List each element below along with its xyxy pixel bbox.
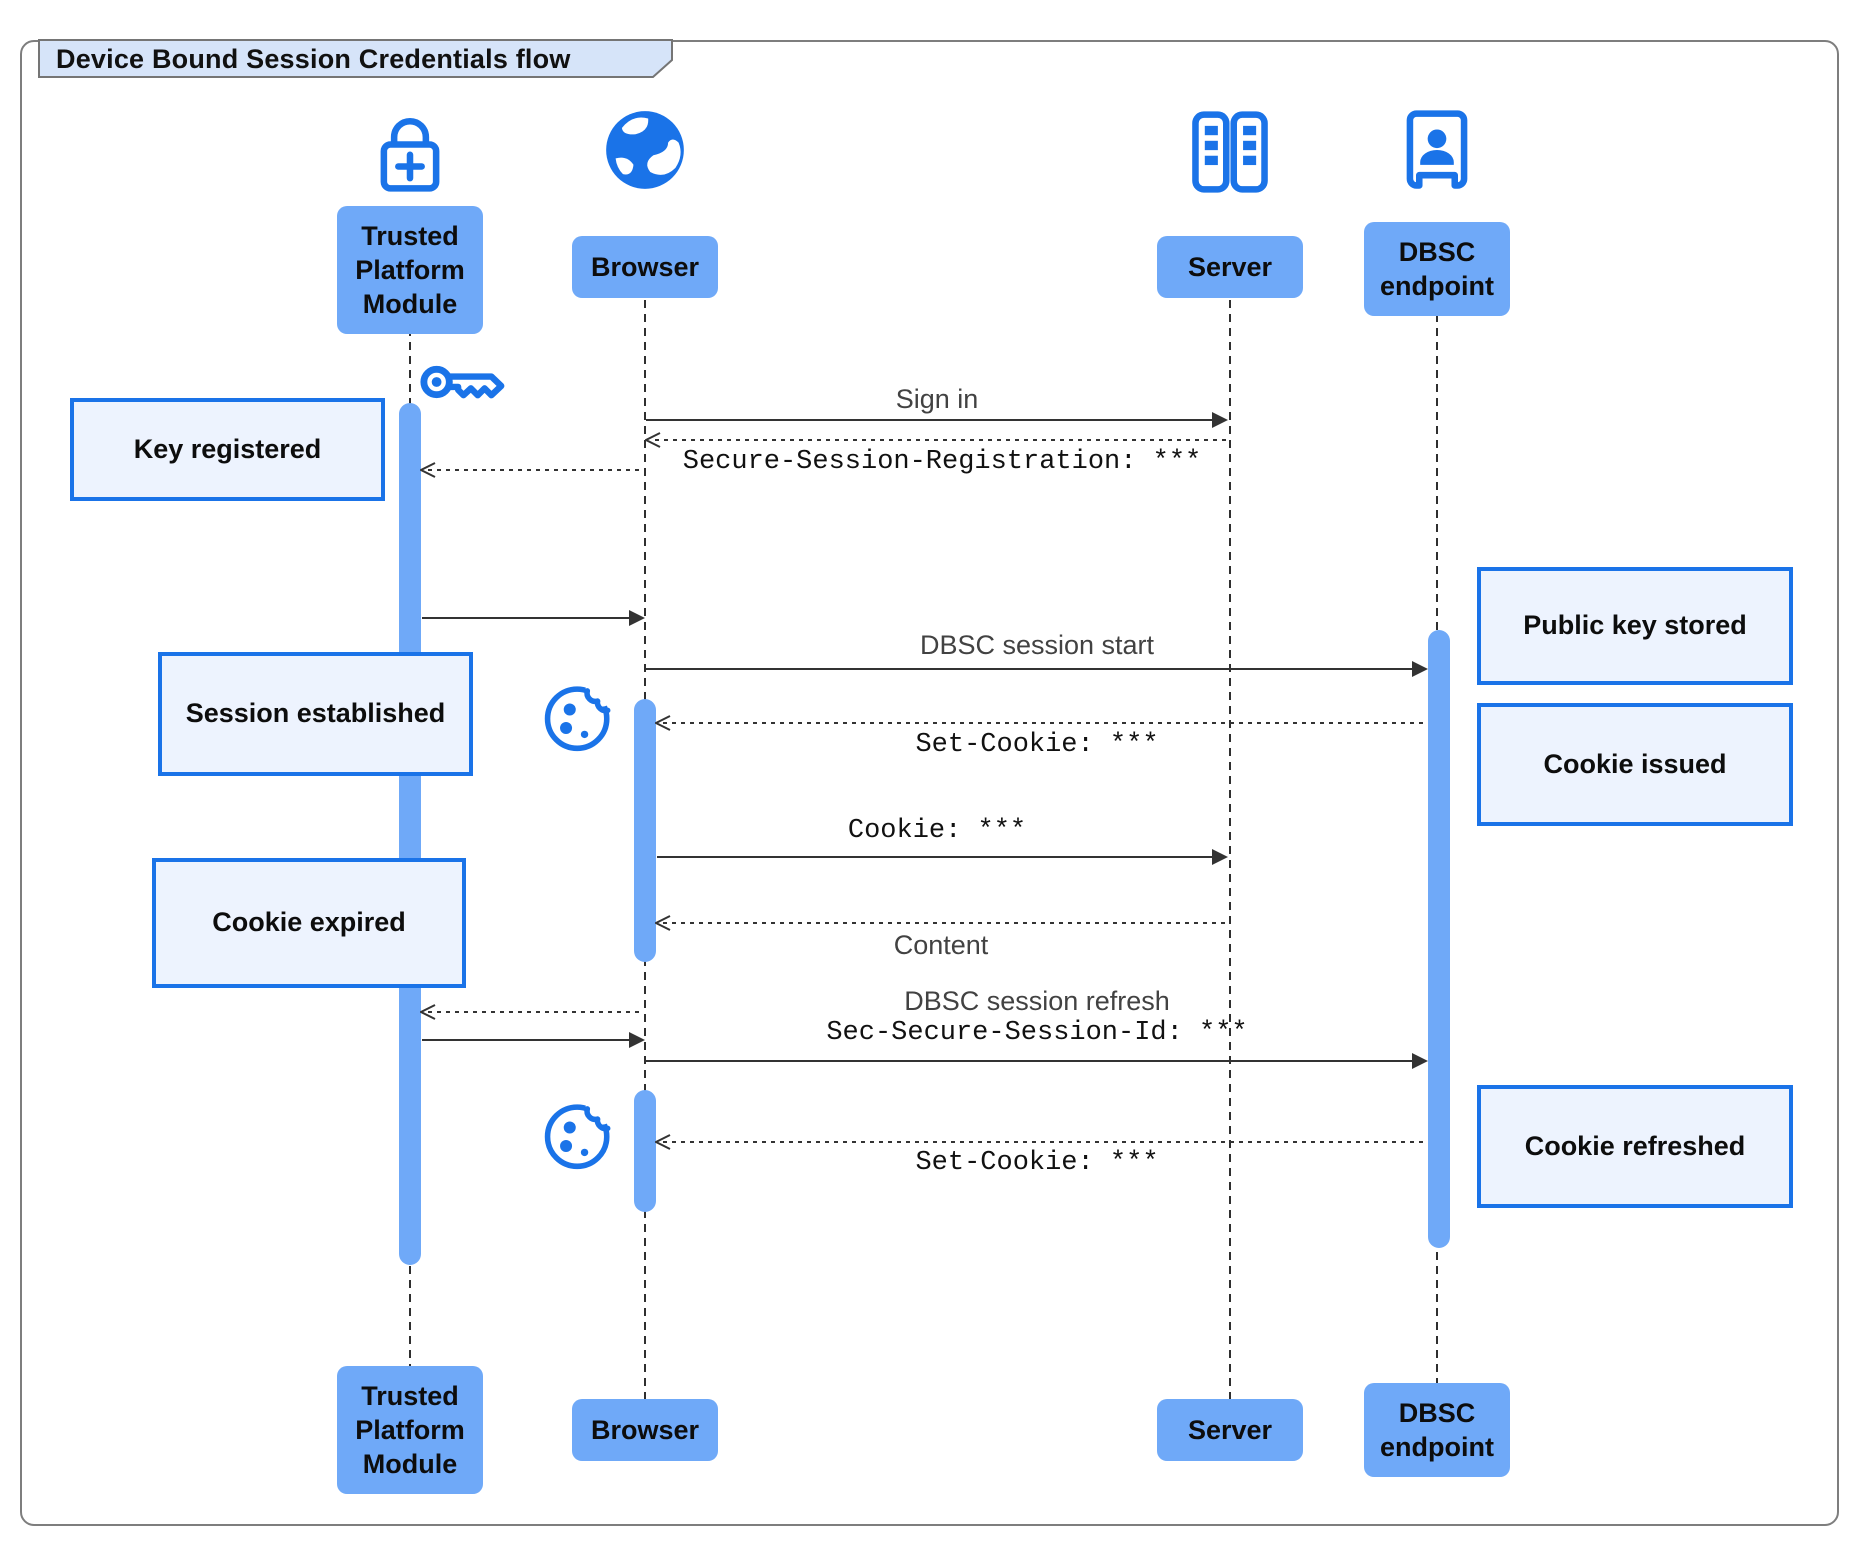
- actor-label-line: Module: [362, 1449, 458, 1479]
- message-label-sign-in: Sign in: [895, 384, 979, 414]
- message-line-refresh-sign-done: [422, 1039, 629, 1041]
- actor-label-line: Server: [1187, 251, 1273, 282]
- note-text: Cookie refreshed: [1524, 1130, 1746, 1161]
- note-text: Session established: [185, 698, 446, 729]
- arrowhead-icon: [1412, 1053, 1428, 1069]
- lock-plus-icon: [380, 117, 440, 192]
- activation-bar-browser-2: [634, 1090, 656, 1212]
- message-line-cookie: [657, 856, 1212, 858]
- note-session-established: Session established: [158, 652, 473, 776]
- actor-label-line: Platform: [355, 1414, 465, 1445]
- open-arrowhead-icon: [655, 915, 671, 931]
- actor-label-line: endpoint: [1380, 271, 1494, 301]
- message-label-set-cookie-1: Set-Cookie: ***: [915, 730, 1159, 760]
- message-label-registration: Secure-Session-Registration: ***: [682, 447, 1202, 477]
- actor-label-line: Platform: [355, 254, 465, 285]
- message-line-key-request: [428, 469, 644, 471]
- activation-bar-browser-1: [634, 699, 656, 962]
- activation-bar-tpm: [399, 403, 421, 1265]
- activation-bar-dbsc: [1428, 630, 1450, 1248]
- note-key-registered: Key registered: [70, 398, 385, 501]
- arrowhead-icon: [1412, 661, 1428, 677]
- note-text: Cookie expired: [212, 907, 406, 938]
- arrowhead-icon: [629, 1032, 645, 1048]
- message-line-registration: [655, 439, 1230, 441]
- actor-label-line: Server: [1187, 1414, 1273, 1445]
- open-arrowhead-icon: [420, 462, 436, 478]
- actor-label-server-bottom: Server: [1157, 1399, 1303, 1461]
- actor-label-server-top: Server: [1157, 236, 1303, 298]
- actor-label-browser-top: Browser: [572, 236, 718, 298]
- message-line-set-cookie-1: [663, 722, 1428, 724]
- message-label-content: Content: [893, 930, 989, 960]
- cookie-icon: [544, 1094, 616, 1170]
- open-arrowhead-icon: [655, 715, 671, 731]
- actor-label-tpm-top: Trusted Platform Module: [337, 206, 483, 334]
- message-label-dbsc-start: DBSC session start: [919, 630, 1155, 660]
- note-public-key-stored: Public key stored: [1477, 567, 1793, 685]
- message-label-set-cookie-2: Set-Cookie: ***: [915, 1148, 1159, 1178]
- note-text: Key registered: [133, 433, 322, 464]
- actor-label-browser-bottom: Browser: [572, 1399, 718, 1461]
- message-label-session-id: Sec-Secure-Session-Id: ***: [826, 1018, 1248, 1048]
- globe-icon: [606, 111, 684, 189]
- actor-label-line: DBSC: [1398, 1397, 1476, 1428]
- message-line-content: [663, 922, 1230, 924]
- doorway-person-icon: [1406, 110, 1468, 189]
- actor-label-line: Trusted: [361, 1380, 459, 1411]
- key-icon: [420, 365, 505, 399]
- message-line-dbsc-start: [646, 668, 1412, 670]
- server-racks-icon: [1192, 111, 1268, 193]
- actor-label-tpm-bottom: Trusted Platform Module: [337, 1366, 483, 1494]
- actor-label-line: Browser: [590, 251, 700, 282]
- message-label-dbsc-refresh: DBSC session refresh: [904, 986, 1170, 1016]
- open-arrowhead-icon: [655, 1134, 671, 1150]
- diagram-title-tab: [38, 39, 674, 79]
- arrowhead-icon: [1212, 849, 1228, 865]
- open-arrowhead-icon: [420, 1004, 436, 1020]
- actor-label-dbsc-bottom: DBSC endpoint: [1364, 1383, 1510, 1477]
- note-text: Cookie issued: [1543, 748, 1727, 779]
- actor-label-dbsc-top: DBSC endpoint: [1364, 222, 1510, 316]
- message-line-refresh-sign-request: [428, 1011, 644, 1013]
- actor-label-line: Module: [362, 289, 458, 319]
- lifeline-server: [1229, 300, 1231, 1430]
- actor-label-line: Browser: [590, 1414, 700, 1445]
- message-line-set-cookie-2: [663, 1141, 1428, 1143]
- cookie-icon: [544, 676, 616, 752]
- diagram-title: Device Bound Session Credentials flow: [56, 44, 571, 74]
- arrowhead-icon: [1212, 412, 1228, 428]
- message-label-cookie: Cookie: ***: [847, 816, 1027, 846]
- note-cookie-expired: Cookie expired: [152, 858, 466, 988]
- message-line-dbsc-refresh: [646, 1060, 1412, 1062]
- title-tab-shape: [38, 39, 673, 78]
- note-cookie-refreshed: Cookie refreshed: [1477, 1085, 1793, 1208]
- actor-label-line: endpoint: [1380, 1432, 1494, 1462]
- note-text: Public key stored: [1523, 610, 1747, 641]
- message-line-key-done: [422, 617, 629, 619]
- arrowhead-icon: [629, 610, 645, 626]
- actor-label-line: DBSC: [1398, 236, 1476, 267]
- message-line-sign-in: [646, 419, 1212, 421]
- actor-label-line: Trusted: [361, 220, 459, 251]
- note-cookie-issued: Cookie issued: [1477, 703, 1793, 826]
- open-arrowhead-icon: [645, 432, 661, 448]
